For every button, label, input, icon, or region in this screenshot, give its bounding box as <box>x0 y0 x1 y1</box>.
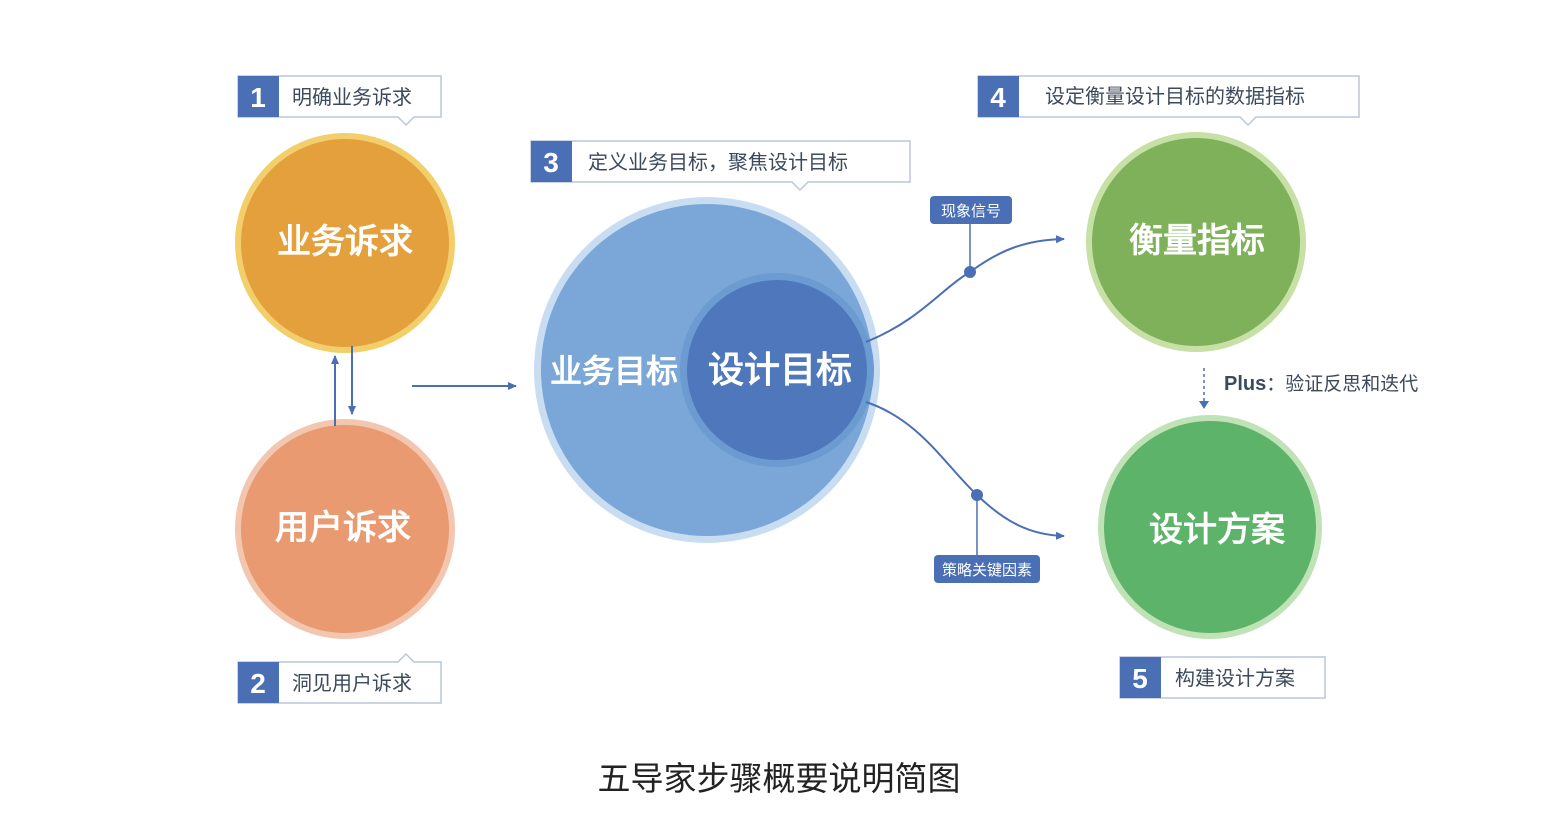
step-1-label: 明确业务诉求 <box>292 85 412 109</box>
step-5-label: 构建设计方案 <box>1175 666 1295 690</box>
plus-description: ：验证反思和迭代 <box>1266 373 1418 395</box>
plus-iteration: Plus：验证反思和迭代 <box>1199 368 1418 409</box>
design-solution-label: 设计方案 <box>1149 510 1286 550</box>
plus-prefix: Plus <box>1224 373 1266 395</box>
step-4-number: 4 <box>990 82 1006 113</box>
step-3-number: 3 <box>543 147 559 178</box>
step-3-callout: 3 定义业务目标，聚焦设计目标 <box>530 140 911 192</box>
design-solution-circle: 设计方案 <box>1098 415 1322 639</box>
design-goal-label: 设计目标 <box>708 349 852 391</box>
plus-text: Plus：验证反思和迭代 <box>1224 373 1418 395</box>
user-need-label: 用户诉求 <box>275 508 411 548</box>
step-5-number: 5 <box>1132 663 1148 694</box>
goal-to-metrics-curve: 现象信号 <box>865 196 1065 343</box>
step-1-callout: 1 明确业务诉求 <box>237 75 442 127</box>
step-3-label: 定义业务目标，聚焦设计目标 <box>588 150 848 174</box>
goal-to-solution-curve: 策略关键因素 <box>865 401 1065 583</box>
step-2-callout: 2 洞见用户诉求 <box>237 652 442 704</box>
business-need-label: 业务诉求 <box>277 222 413 262</box>
business-need-circle: 业务诉求 <box>235 133 455 353</box>
step-4-callout: 4 设定衡量设计目标的数据指标 <box>977 75 1360 127</box>
step-1-number: 1 <box>250 82 266 113</box>
metrics-circle: 衡量指标 <box>1086 132 1306 352</box>
step-4-label: 设定衡量设计目标的数据指标 <box>1045 84 1305 108</box>
business-goal-circle: 业务目标 设计目标 <box>534 197 880 543</box>
step-5-callout: 5 构建设计方案 <box>1119 656 1326 699</box>
need-exchange-arrows <box>331 346 356 426</box>
figure-caption: 五导家步骤概要说明简图 <box>597 759 961 798</box>
step-2-label: 洞见用户诉求 <box>292 671 412 695</box>
signal-tag: 现象信号 <box>941 202 1001 220</box>
metrics-label: 衡量指标 <box>1129 221 1265 261</box>
business-goal-label: 业务目标 <box>550 352 678 390</box>
user-need-circle: 用户诉求 <box>235 419 455 639</box>
step-2-number: 2 <box>250 668 266 699</box>
strategy-tag: 策略关键因素 <box>942 561 1032 579</box>
